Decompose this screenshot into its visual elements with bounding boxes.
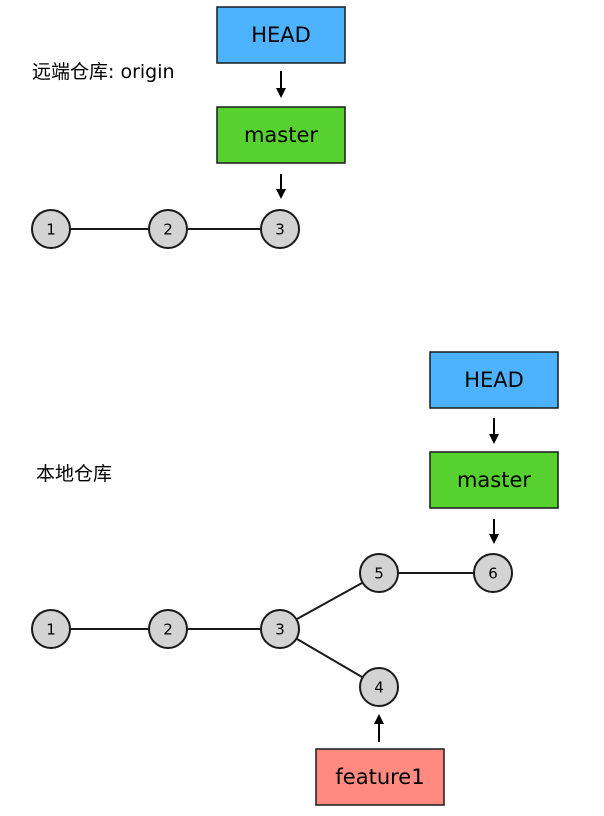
remote-master-arrowhead	[276, 189, 286, 199]
local-commit-5-label: 5	[374, 565, 384, 583]
feature-arrowhead	[374, 714, 384, 724]
local-commit-3-label: 3	[275, 621, 285, 639]
local-commit-4-label: 4	[374, 679, 384, 697]
local-feature-box	[315, 748, 445, 806]
remote-head-box	[216, 6, 346, 64]
remote-master-label: master	[244, 123, 318, 147]
remote-commit-1-label: 1	[46, 221, 56, 239]
local-commit-4	[359, 667, 399, 707]
remote-commit-2-label: 2	[163, 221, 173, 239]
local-commit-6-label: 6	[488, 565, 498, 583]
local-head-label: HEAD	[464, 368, 524, 392]
local-master-arrowhead	[489, 534, 499, 544]
local-commit-2	[148, 609, 188, 649]
local-master-label: master	[457, 468, 531, 492]
local-feature-label: feature1	[335, 765, 424, 789]
local-commit-1-label: 1	[46, 621, 56, 639]
local-commit-2-label: 2	[163, 621, 173, 639]
remote-commit-3-label: 3	[275, 221, 285, 239]
remote-head-arrowhead	[276, 88, 286, 98]
local-commit-5	[359, 553, 399, 593]
local-edge-3-5	[296, 582, 363, 620]
local-master-box	[429, 451, 559, 509]
remote-commit-3	[260, 209, 300, 249]
local-commit-1	[31, 609, 71, 649]
remote-repo-label: 远端仓库: origin	[32, 61, 175, 83]
local-edge-3-4	[296, 638, 363, 678]
local-repo-label: 本地仓库	[36, 463, 112, 485]
local-head-arrowhead	[489, 434, 499, 444]
local-commit-6	[473, 553, 513, 593]
remote-head-label: HEAD	[251, 23, 311, 47]
remote-commit-2	[148, 209, 188, 249]
remote-master-box	[216, 106, 346, 164]
local-commit-3	[260, 609, 300, 649]
local-head-box	[429, 351, 559, 409]
remote-commit-1	[31, 209, 71, 249]
